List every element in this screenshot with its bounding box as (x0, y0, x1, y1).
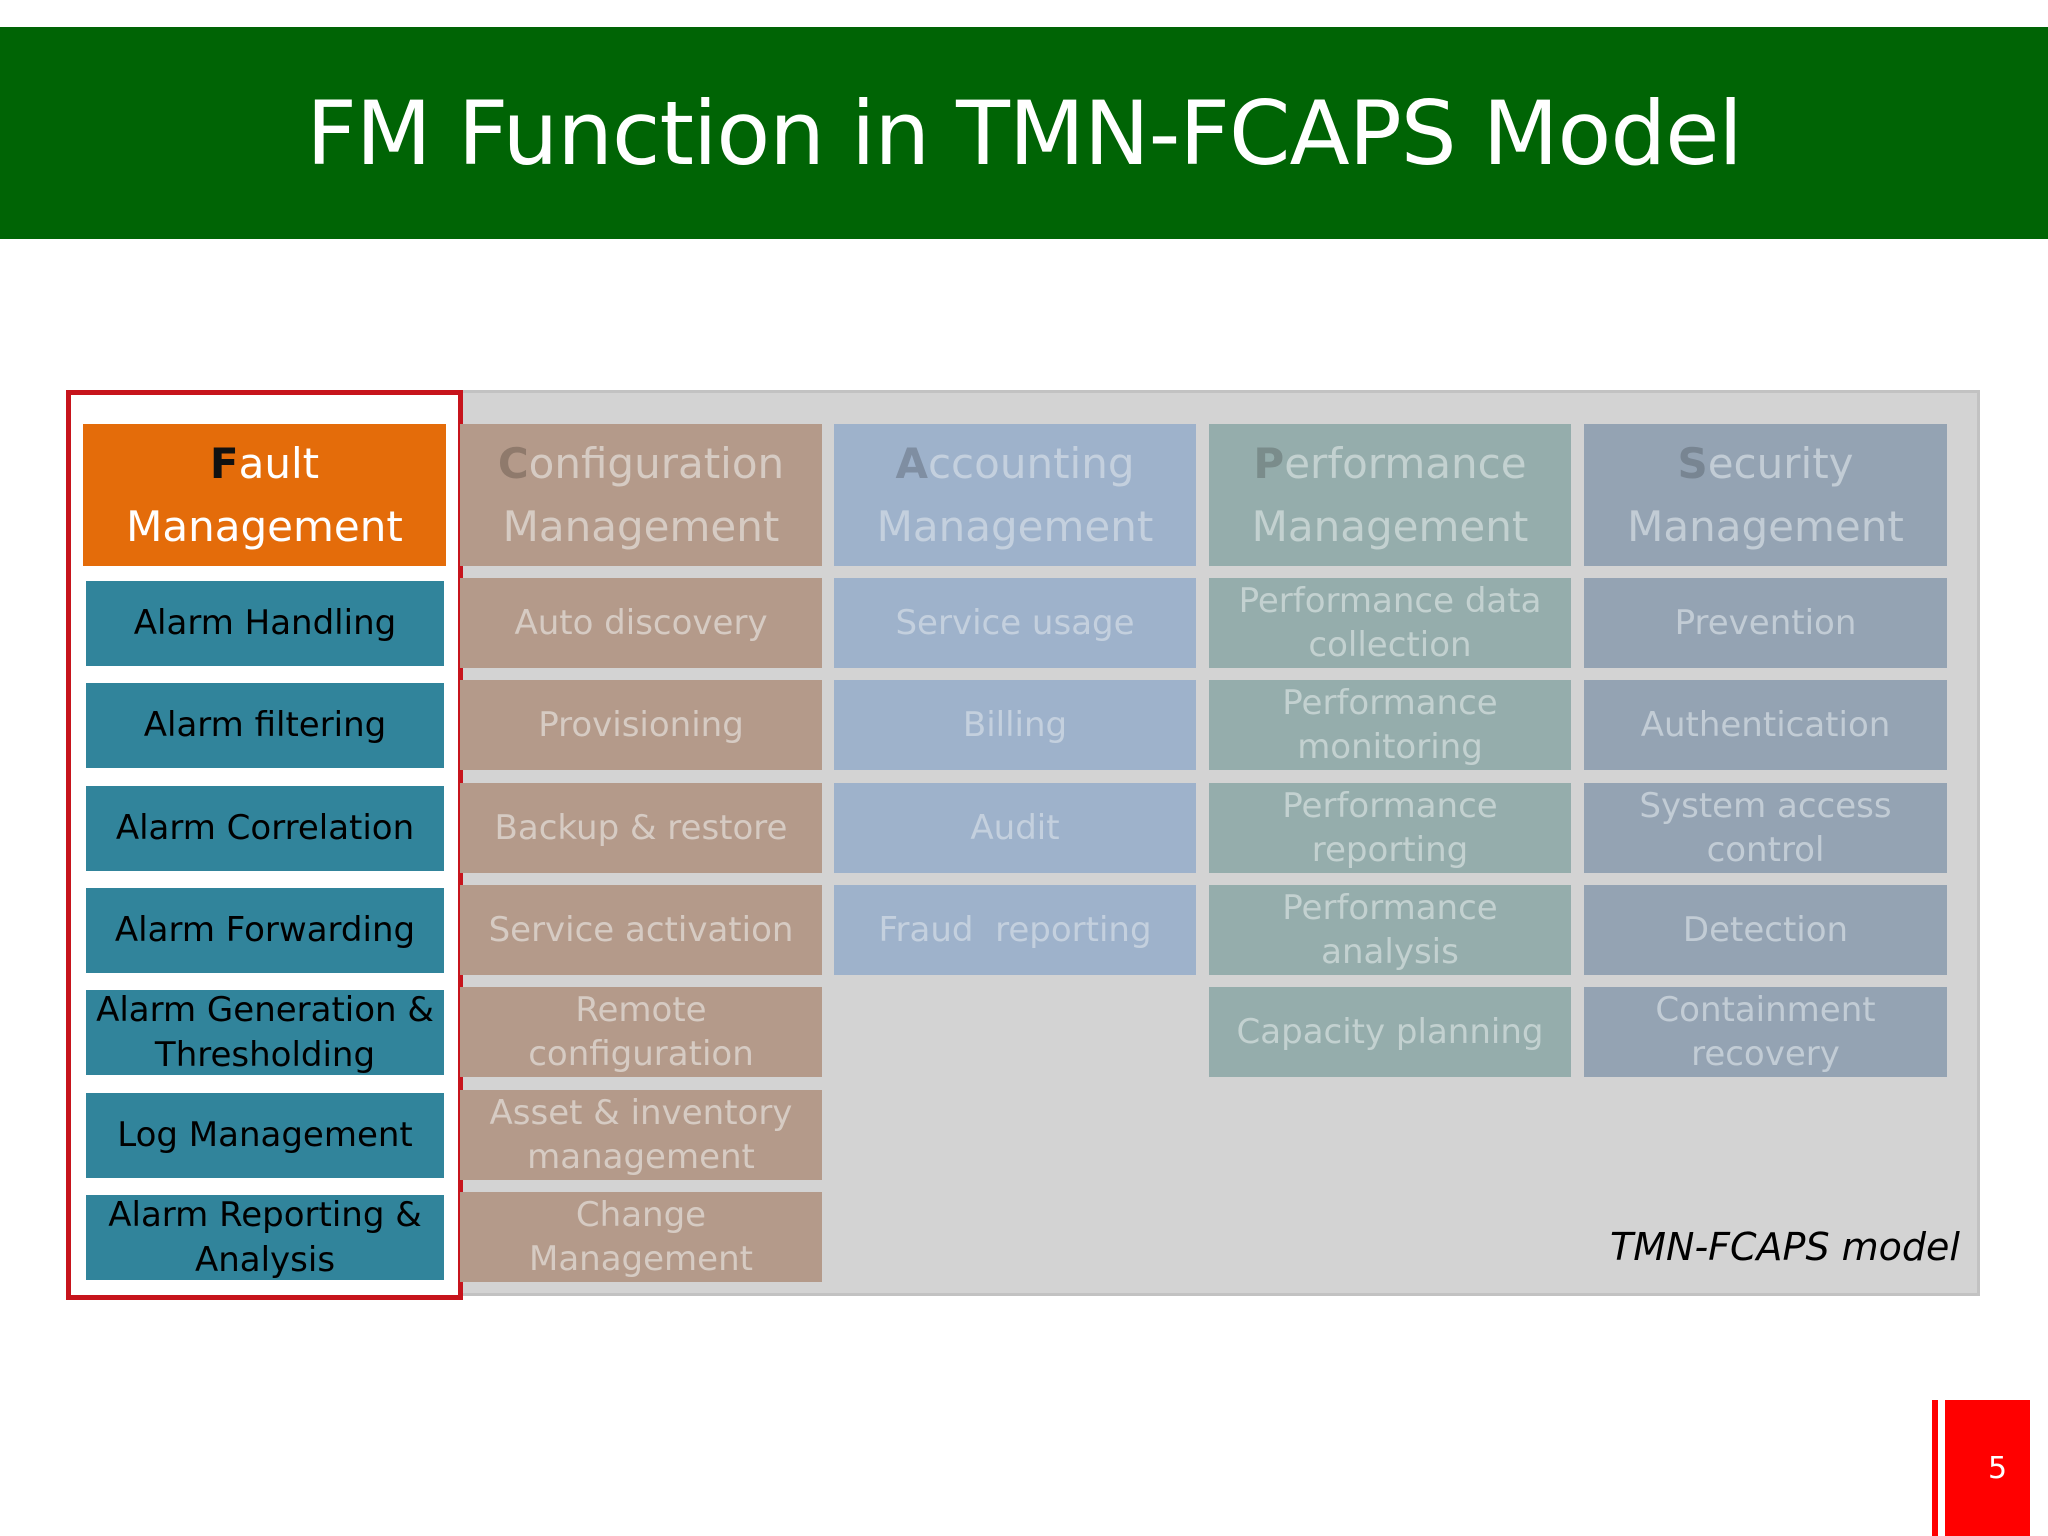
performance-item: Performance analysis (1209, 885, 1571, 975)
fault-item: Alarm filtering (86, 683, 444, 768)
security-item: Containment recovery (1584, 987, 1947, 1077)
security-item: Detection (1584, 885, 1947, 975)
title-bar: FM Function in TMN-FCAPS Model (0, 27, 2048, 239)
accounting-item: Billing (834, 680, 1196, 770)
page-marker-stripe (1932, 1400, 1938, 1536)
security-item: System access control (1584, 783, 1947, 873)
accounting-item: Fraud reporting (834, 885, 1196, 975)
fault-item: Alarm Correlation (86, 786, 444, 871)
page-number: 5 (1945, 1400, 2030, 1536)
security-item: Authentication (1584, 680, 1947, 770)
fault-item: Alarm Handling (86, 581, 444, 666)
performance-item: Performance reporting (1209, 783, 1571, 873)
configuration-item: Change Management (460, 1192, 822, 1282)
fault-item: Alarm Generation & Thresholding (86, 990, 444, 1075)
configuration-item: Remote configuration (460, 987, 822, 1077)
configuration-item: Backup & restore (460, 783, 822, 873)
fault-item: Alarm Reporting & Analysis (86, 1195, 444, 1280)
configuration-item: Asset & inventory management (460, 1090, 822, 1180)
fault-item: Log Management (86, 1093, 444, 1178)
model-caption: TMN-FCAPS model (1610, 1225, 1960, 1269)
accounting-item: Service usage (834, 578, 1196, 668)
accounting-item: Audit (834, 783, 1196, 873)
configuration-item: Service activation (460, 885, 822, 975)
configuration-item: Provisioning (460, 680, 822, 770)
configuration-item: Auto discovery (460, 578, 822, 668)
security-item: Prevention (1584, 578, 1947, 668)
performance-item: Capacity planning (1209, 987, 1571, 1077)
slide-title: FM Function in TMN-FCAPS Model (306, 81, 1743, 185)
fault-item: Alarm Forwarding (86, 888, 444, 973)
performance-item: Performance monitoring (1209, 680, 1571, 770)
performance-item: Performance data collection (1209, 578, 1571, 668)
